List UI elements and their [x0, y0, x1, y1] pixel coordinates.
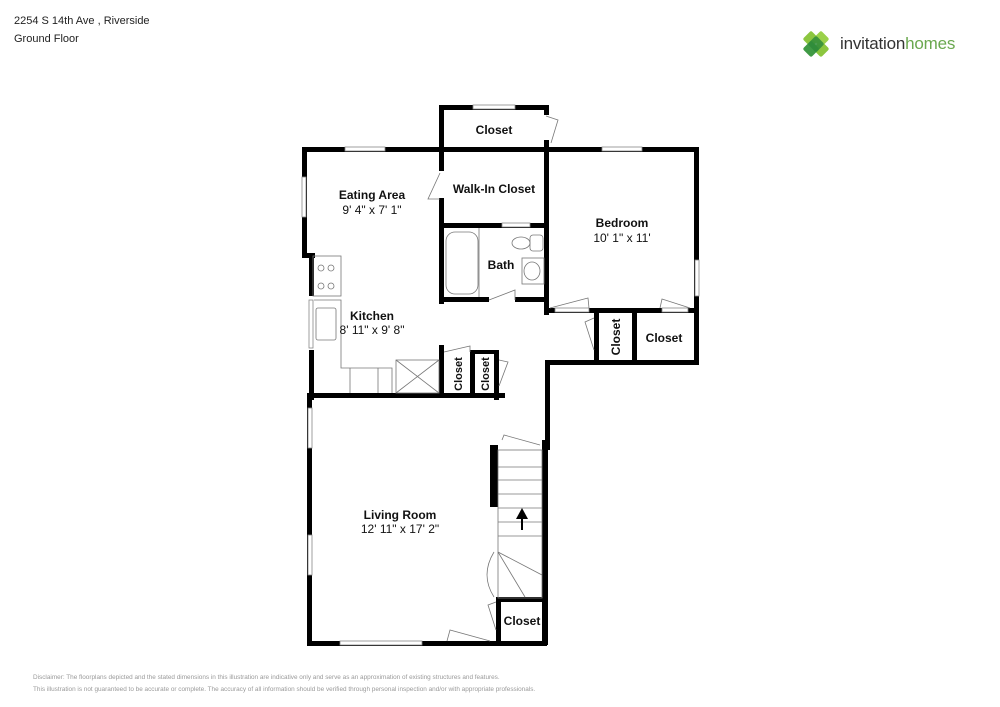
room-label-closet-kitchen-1: Closet	[453, 357, 465, 391]
room-label-walk-in-closet: Walk-In Closet	[453, 182, 535, 196]
doors	[427, 115, 691, 642]
room-label-closet-bedroom-right: Closet	[646, 331, 683, 345]
room-label-eating-area: Eating Area	[339, 188, 406, 202]
room-dims-bedroom: 10' 1" x 11'	[593, 231, 650, 245]
invitation-homes-logo: invitationhomes	[798, 27, 955, 61]
disclaimer-line-2: This illustration is not guaranteed to b…	[33, 686, 536, 693]
room-label-kitchen: Kitchen	[350, 309, 394, 323]
toilet-icon	[511, 236, 531, 250]
staircase	[486, 449, 543, 599]
room-labels: Closet Walk-In Closet Eating Area 9' 4" …	[339, 123, 682, 628]
room-label-bedroom: Bedroom	[596, 216, 649, 230]
room-label-bath: Bath	[488, 258, 515, 272]
refrigerator-icon	[395, 359, 440, 394]
bathtub-icon	[445, 231, 479, 295]
logo-wordmark: invitationhomes	[840, 34, 955, 54]
room-dims-eating-area: 9' 4" x 7' 1"	[342, 203, 401, 217]
disclaimer-line-1: Disclaimer: The floorplans depicted and …	[33, 674, 500, 681]
room-label-living-room: Living Room	[364, 508, 437, 522]
logo-text-invitation: invitation	[840, 34, 906, 53]
room-label-closet-kitchen-2: Closet	[480, 357, 492, 391]
bath-sink-icon	[521, 257, 545, 285]
logo-text-homes: homes	[905, 34, 956, 53]
clover-logo-icon	[803, 31, 829, 57]
kitchen-sink-icon	[315, 307, 337, 341]
fixtures	[312, 228, 545, 599]
room-label-closet-living: Closet	[504, 614, 541, 628]
floor-label: Ground Floor	[14, 33, 79, 45]
room-dims-living-room: 12' 11" x 17' 2"	[361, 522, 439, 536]
walls	[301, 104, 700, 646]
stove-icon	[312, 255, 342, 297]
property-address: 2254 S 14th Ave , Riverside	[14, 15, 150, 27]
room-label-closet-bedroom-vertical: Closet	[609, 319, 623, 356]
room-dims-kitchen: 8' 11" x 9' 8"	[340, 323, 405, 337]
room-label-closet-top: Closet	[476, 123, 513, 137]
